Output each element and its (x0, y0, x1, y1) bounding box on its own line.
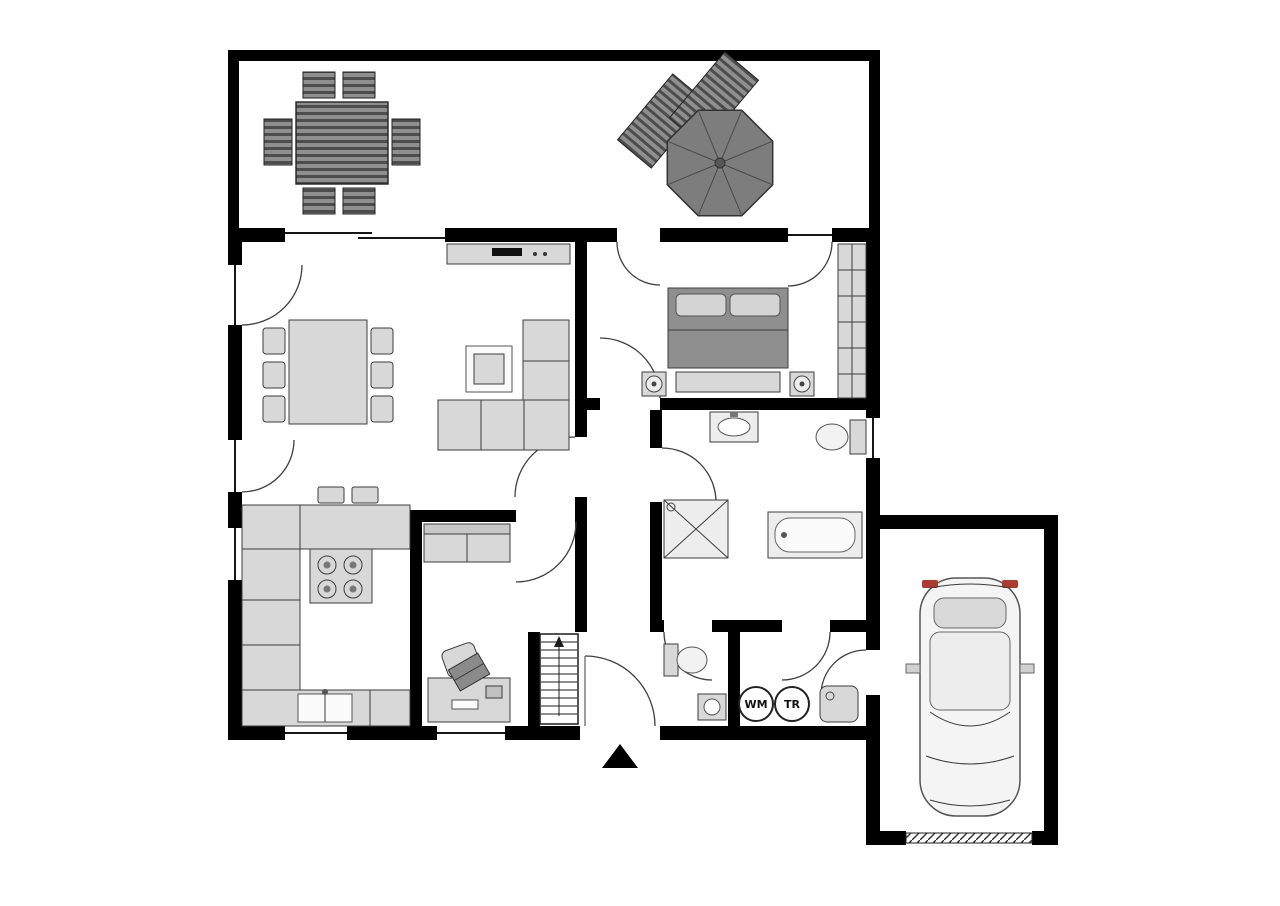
utility-room: WM TR (738, 685, 859, 723)
washing-machine: WM (738, 686, 774, 722)
living-window-swing-1 (241, 264, 303, 326)
keyboard (451, 699, 479, 710)
shower (663, 499, 729, 559)
wc (663, 643, 727, 721)
wc-toilet (663, 643, 708, 677)
entrance-arrow (602, 744, 638, 768)
desk-accessory (485, 685, 503, 699)
outdoor-chair (263, 118, 293, 166)
outdoor-chair (391, 118, 421, 166)
garage-walls (880, 515, 1058, 845)
dining-chair (370, 327, 394, 355)
kitchen-sink (297, 689, 353, 723)
utility-door-swing (781, 631, 831, 681)
car-rear-window (933, 597, 1007, 629)
study (423, 523, 511, 723)
windows (234, 232, 874, 734)
outdoor-table (295, 101, 389, 185)
dryer-label: TR (784, 698, 801, 711)
car-windshield (929, 711, 1011, 727)
living-room (262, 243, 571, 504)
dining-table-group (262, 319, 394, 425)
entrance-door-swing (584, 655, 656, 727)
bedroom-window-swing (787, 241, 833, 287)
outdoor-dining-set (263, 71, 421, 215)
dryer: TR (774, 686, 810, 722)
bedroom-terrace-door-swing (616, 241, 661, 286)
outdoor-chair (342, 71, 376, 99)
dining-chair (370, 395, 394, 423)
sideboard (446, 243, 571, 265)
pillow (675, 293, 727, 317)
stairs (539, 633, 579, 725)
exterior-walls (228, 228, 880, 845)
terrace (228, 50, 880, 228)
kitchen-counter-left (241, 548, 301, 691)
nightstand-left (641, 371, 667, 397)
car-roof (929, 631, 1011, 711)
garage (905, 577, 1035, 844)
interior-walls (410, 242, 866, 726)
bathroom (663, 411, 867, 559)
parasol (666, 109, 774, 217)
corner-sofa (437, 319, 570, 451)
car-mirror (1019, 663, 1035, 674)
car-mirror (905, 663, 921, 674)
coffee-table (465, 345, 513, 393)
kitchen-counter-top (241, 504, 411, 550)
double-bed (667, 287, 789, 393)
car-hood-line (925, 755, 1015, 765)
wc-sink (697, 693, 727, 721)
nightstand-right (789, 371, 815, 397)
parasol-pole (714, 157, 726, 169)
bar-stool (351, 486, 379, 504)
parasol-spokes (667, 110, 773, 216)
wardrobe (837, 243, 867, 399)
toilet (815, 419, 867, 455)
boiler (819, 685, 859, 723)
kitchen (241, 504, 411, 727)
dining-chair (370, 361, 394, 389)
washing-machine-label: WM (744, 698, 767, 711)
patio-sliding-door (285, 232, 445, 239)
stove (309, 548, 373, 604)
bedroom (641, 243, 867, 399)
car-bumper (929, 799, 1011, 807)
laptop (447, 652, 491, 692)
outdoor-chair (302, 71, 336, 99)
pillow (729, 293, 781, 317)
car-tail-light (1002, 580, 1018, 588)
outdoor-chair (302, 187, 336, 215)
garage-door-swing (820, 649, 867, 696)
car-tail-light (922, 580, 938, 588)
study-door-swing (515, 521, 577, 583)
dining-chair (262, 327, 286, 355)
tv (492, 248, 522, 256)
bathtub (767, 511, 863, 559)
living-window-swing-2 (241, 439, 295, 493)
car (905, 577, 1035, 817)
bar-stools (317, 486, 379, 504)
bathroom-door-swing (661, 447, 717, 503)
dining-chair (262, 395, 286, 423)
dining-chair (262, 361, 286, 389)
study-sofa (423, 523, 511, 563)
dining-table (288, 319, 368, 425)
outdoor-chair (342, 187, 376, 215)
hall (539, 633, 579, 725)
bed-bench (675, 371, 781, 393)
garage-door (905, 832, 1033, 844)
bathroom-sink (709, 411, 759, 443)
terrace-walls (228, 50, 880, 228)
bar-stool (317, 486, 345, 504)
